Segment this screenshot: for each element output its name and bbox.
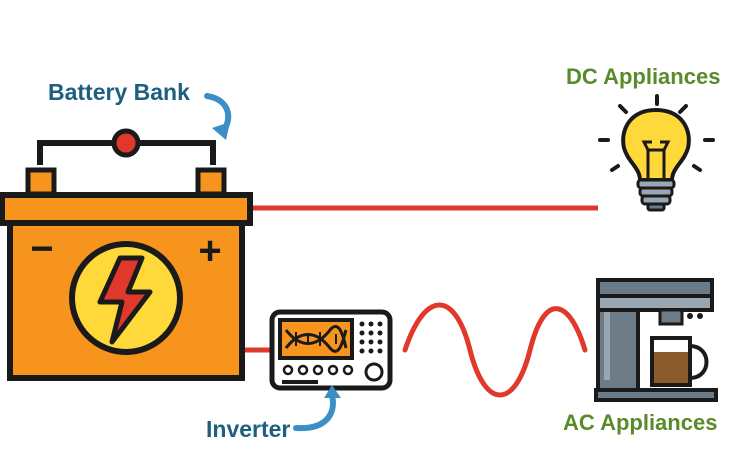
battery-bank-label: Battery Bank — [48, 79, 190, 105]
curved-arrow-head — [212, 122, 230, 140]
inverter-arrow-icon — [293, 392, 336, 432]
battery-icon — [0, 128, 253, 381]
inverter-label: Inverter — [206, 416, 290, 442]
light-bulb-icon — [598, 94, 715, 212]
battery-minus-sign: − — [30, 227, 53, 271]
inverter-arrow-head — [324, 385, 341, 398]
dc-appliances-label: DC Appliances — [566, 64, 720, 89]
ac-appliances-label: AC Appliances — [563, 410, 717, 435]
inverter-icon — [269, 309, 393, 391]
coffee-machine-icon — [594, 278, 718, 402]
lightning-icon — [97, 255, 153, 345]
battery-plus-sign: + — [198, 229, 221, 273]
ac-wave-icon — [402, 302, 588, 398]
